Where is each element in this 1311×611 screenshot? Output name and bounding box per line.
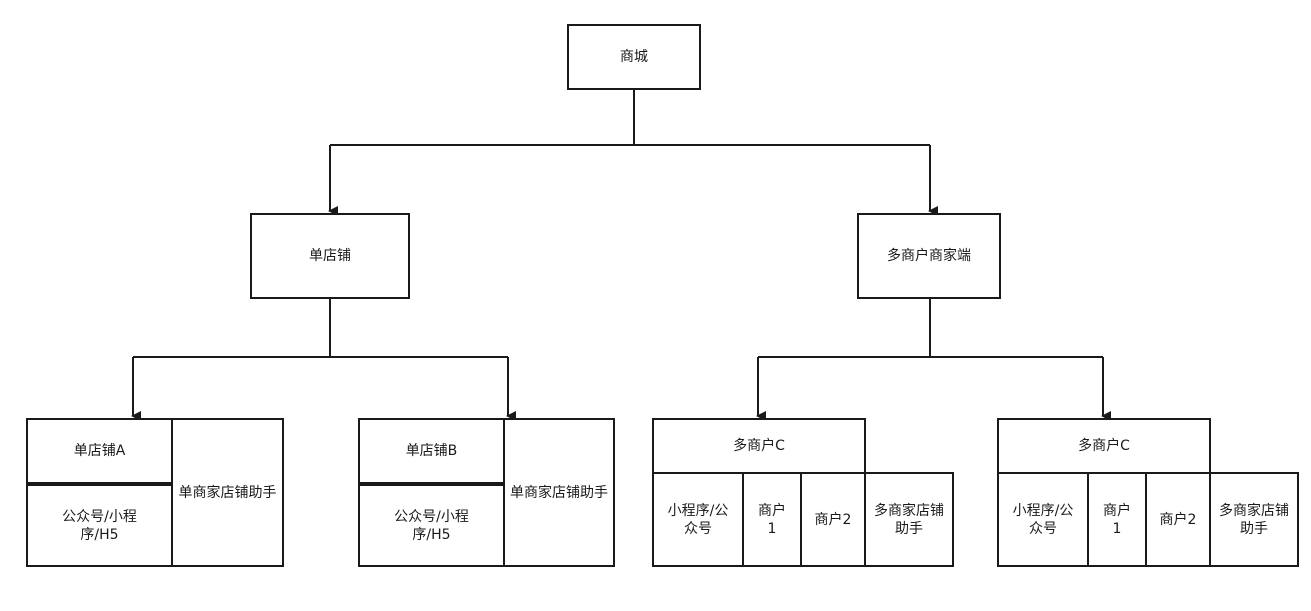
node-merchant-c1-channels-label: 小程序/公众号 [667, 502, 729, 537]
node-merchant-c1-m2-label: 商户2 [814, 511, 852, 528]
node-single-store: 单店铺 [250, 213, 410, 299]
node-store-a-channels-label: 公众号/小程序/H5 [62, 508, 137, 543]
node-single-store-label: 单店铺 [309, 248, 351, 264]
node-merchant-c2-channels-label: 小程序/公众号 [1012, 502, 1074, 537]
node-merchant-c1-assistant: 多商家店铺助手 [864, 472, 954, 567]
node-root-label: 商城 [620, 49, 648, 65]
node-merchant-c2-m2-label: 商户2 [1159, 511, 1197, 528]
node-merchant-c1-assistant-label: 多商家店铺助手 [874, 502, 944, 537]
node-merchant-c2-channels: 小程序/公众号 [997, 472, 1089, 567]
node-store-a-channels: 公众号/小程序/H5 [26, 484, 173, 567]
node-store-b-assistant: 单商家店铺助手 [503, 418, 615, 567]
node-store-b-label: 单店铺B [405, 443, 458, 459]
node-store-a: 单店铺A [26, 418, 173, 486]
node-root: 商城 [567, 24, 701, 90]
node-multi-merchant: 多商户商家端 [857, 213, 1001, 299]
node-merchant-c1-m1: 商户1 [742, 472, 802, 567]
node-store-b-channels: 公众号/小程序/H5 [358, 484, 505, 567]
node-merchant-c2-m1-label: 商户1 [1103, 502, 1131, 537]
node-merchant-c2-assistant-label: 多商家店铺助手 [1219, 502, 1289, 537]
node-merchant-c2-label: 多商户C [1078, 438, 1130, 454]
node-merchant-c2-m1: 商户1 [1087, 472, 1147, 567]
node-merchant-c2-m2: 商户2 [1145, 472, 1211, 567]
node-merchant-c1-label: 多商户C [733, 438, 785, 454]
node-merchant-c1-m2: 商户2 [800, 472, 866, 567]
node-multi-merchant-label: 多商户商家端 [887, 248, 971, 264]
node-store-b: 单店铺B [358, 418, 505, 486]
node-merchant-c2: 多商户C [997, 418, 1211, 474]
node-store-b-channels-label: 公众号/小程序/H5 [394, 508, 469, 543]
node-store-a-label: 单店铺A [73, 443, 126, 459]
node-store-a-assistant-label: 单商家店铺助手 [178, 484, 277, 501]
node-store-b-assistant-label: 单商家店铺助手 [510, 484, 608, 501]
node-merchant-c1: 多商户C [652, 418, 866, 474]
node-merchant-c2-assistant: 多商家店铺助手 [1209, 472, 1299, 567]
node-merchant-c1-channels: 小程序/公众号 [652, 472, 744, 567]
node-store-a-assistant: 单商家店铺助手 [171, 418, 284, 567]
node-merchant-c1-m1-label: 商户1 [758, 502, 786, 537]
